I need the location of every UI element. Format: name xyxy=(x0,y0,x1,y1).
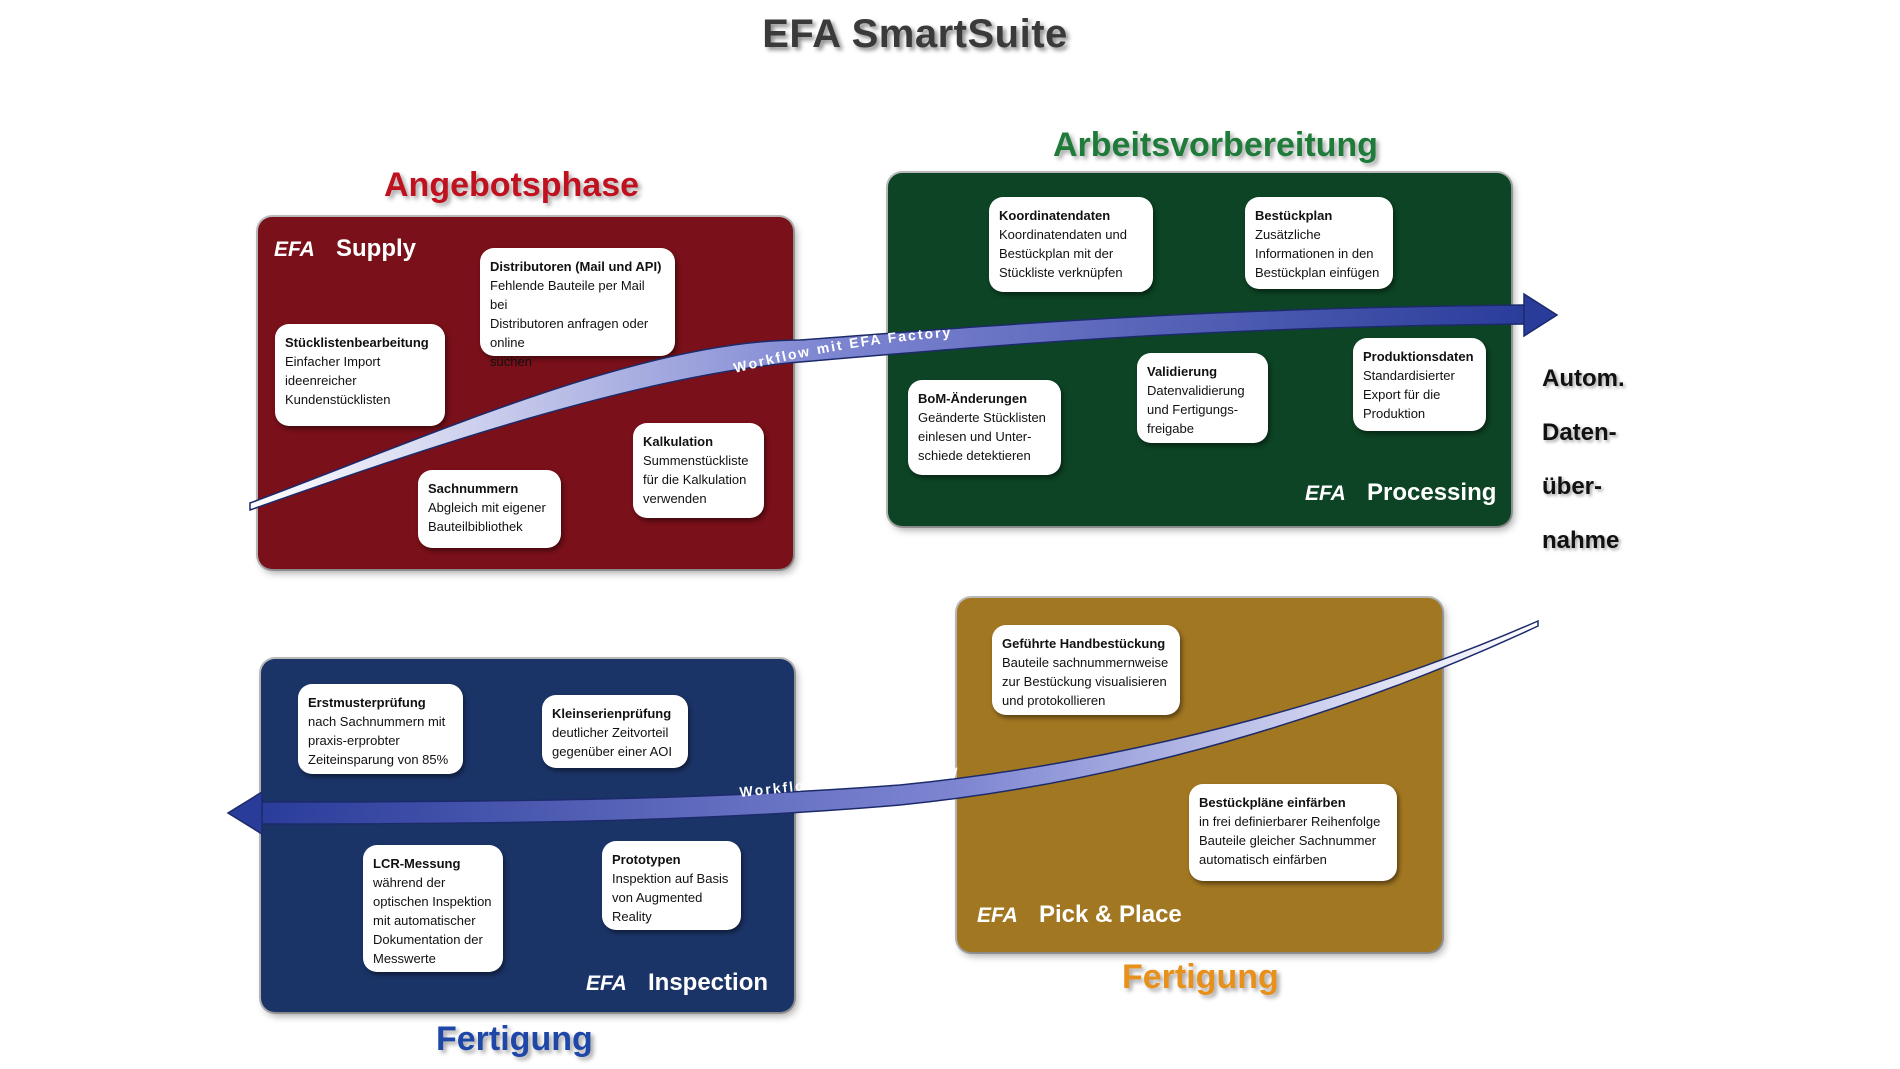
supply-brand: EFA Supply xyxy=(274,235,416,263)
card-text: Zusätzliche Informationen in den Bestück… xyxy=(1255,227,1380,280)
efa-logo-icon: EFA xyxy=(274,238,315,260)
card-sachnummern: Sachnummern Abgleich mit eigener Bauteil… xyxy=(418,470,561,548)
card-title: Bestückpläne einfärben xyxy=(1199,795,1346,810)
pickplace-brand: EFA Pick & Place xyxy=(977,901,1182,929)
page-title: EFA SmartSuite xyxy=(762,12,1068,56)
card-text: Koordinatendaten und Bestückplan mit der… xyxy=(999,227,1127,280)
card-title: LCR-Messung xyxy=(373,856,461,871)
card-text: Bauteile sachnummernweise zur Bestückung… xyxy=(1002,655,1169,708)
card-text: Summenstückliste für die Kalkulation ver… xyxy=(643,453,749,506)
card-validierung: Validierung Datenvalidierung und Fertigu… xyxy=(1137,353,1268,443)
card-produktionsdaten: Produktionsdaten Standardisierter Export… xyxy=(1353,338,1486,431)
card-kalkulation: Kalkulation Summenstückliste für die Kal… xyxy=(633,423,764,518)
card-stuecklistenbearbeitung: Stücklistenbearbeitung Einfacher Import … xyxy=(275,324,445,426)
card-text: Fehlende Bauteile per Mail bei Distribut… xyxy=(490,278,649,369)
card-title: Kleinserienprüfung xyxy=(552,706,672,721)
card-text: nach Sachnummern mit praxis-erprobter Ze… xyxy=(308,714,449,767)
side-text-4: nahme xyxy=(1542,527,1620,554)
card-title: Stücklistenbearbeitung xyxy=(285,335,429,350)
card-title: Geführte Handbestückung xyxy=(1002,636,1166,651)
card-title: Koordinatendaten xyxy=(999,208,1111,223)
phase-fertigung-left: Fertigung xyxy=(436,1020,593,1058)
phase-angebot: Angebotsphase xyxy=(384,166,640,204)
inspection-brand: EFA Inspection xyxy=(586,969,768,997)
card-text: Inspektion auf Basis von Augmented Reali… xyxy=(612,871,729,924)
card-bestueckplan: Bestückplan Zusätzliche Informationen in… xyxy=(1245,197,1393,289)
svg-text:EFA: EFA xyxy=(1305,482,1346,504)
card-text: Datenvalidierung und Fertigungs- freigab… xyxy=(1147,383,1245,436)
efa-logo-icon: EFA xyxy=(586,972,627,994)
card-title: Validierung xyxy=(1147,364,1218,379)
inspection-panel: Erstmusterprüfung nach Sachnummern mit p… xyxy=(261,659,794,1012)
inspection-brand-label: Inspection xyxy=(648,969,769,996)
card-text: Geänderte Stücklisten einlesen und Unter… xyxy=(918,410,1046,463)
card-text: während der optischen Inspektion mit aut… xyxy=(373,875,492,966)
card-bom-aenderungen: BoM-Änderungen Geänderte Stücklisten ein… xyxy=(908,380,1061,475)
card-title: Erstmusterprüfung xyxy=(308,695,426,710)
processing-brand: EFA Processing xyxy=(1305,479,1496,507)
card-kleinserienpruefung: Kleinserienprüfung deutlicher Zeitvortei… xyxy=(542,695,688,768)
supply-panel: EFA Supply Distributoren (Mail und API) … xyxy=(258,217,793,569)
card-title: Distributoren (Mail und API) xyxy=(490,259,662,274)
svg-text:EFA: EFA xyxy=(977,904,1018,926)
side-text-2: Daten- xyxy=(1542,419,1617,446)
card-title: Kalkulation xyxy=(643,434,714,449)
card-gefuehrte-handbestueckung: Geführte Handbestückung Bauteile sachnum… xyxy=(992,625,1180,715)
phase-arbeitsvorbereitung: Arbeitsvorbereitung xyxy=(1053,126,1378,164)
side-text-1: Autom. xyxy=(1542,365,1625,392)
processing-panel: Koordinatendaten Koordinatendaten und Be… xyxy=(888,173,1511,526)
card-text: in frei definierbarer Reihenfolge Bautei… xyxy=(1199,814,1381,867)
svg-text:EFA: EFA xyxy=(586,972,627,994)
supply-brand-label: Supply xyxy=(336,235,417,262)
card-text: Abgleich mit eigener Bauteilbibliothek xyxy=(428,500,546,534)
efa-logo-icon: EFA xyxy=(977,904,1018,926)
card-title: BoM-Änderungen xyxy=(918,391,1028,406)
card-distributoren: Distributoren (Mail und API) Fehlende Ba… xyxy=(480,248,675,369)
svg-text:EFA: EFA xyxy=(274,238,315,260)
phase-fertigung-right: Fertigung xyxy=(1122,958,1279,996)
card-erstmusterpruefung: Erstmusterprüfung nach Sachnummern mit p… xyxy=(298,684,463,774)
card-text: deutlicher Zeitvorteil gegenüber einer A… xyxy=(552,725,672,759)
card-title: Bestückplan xyxy=(1255,208,1333,223)
side-text-3: über- xyxy=(1542,473,1602,500)
efa-logo-icon: EFA xyxy=(1305,482,1346,504)
card-title: Prototypen xyxy=(612,852,681,867)
card-text: Standardisierter Export für die Produkti… xyxy=(1363,368,1455,421)
processing-brand-label: Processing xyxy=(1367,479,1497,506)
card-text: Einfacher Import ideenreicher Kundenstüc… xyxy=(285,354,391,407)
card-bestueckplaene-einfaerben: Bestückpläne einfärben in frei definierb… xyxy=(1189,784,1397,881)
workflow-arrow-bottom: Workflow mit EFA Factory xyxy=(226,619,1539,836)
pickplace-brand-label: Pick & Place xyxy=(1039,901,1182,928)
card-prototypen: Prototypen Inspektion auf Basis von Augm… xyxy=(602,841,741,930)
card-title: Sachnummern xyxy=(428,481,519,496)
card-lcr-messung: LCR-Messung während der optischen Inspek… xyxy=(363,845,503,972)
card-title: Produktionsdaten xyxy=(1363,349,1474,364)
card-koordinatendaten: Koordinatendaten Koordinatendaten und Be… xyxy=(989,197,1153,292)
workflow-arrow-top: Workflow mit EFA Factory xyxy=(249,292,1559,512)
